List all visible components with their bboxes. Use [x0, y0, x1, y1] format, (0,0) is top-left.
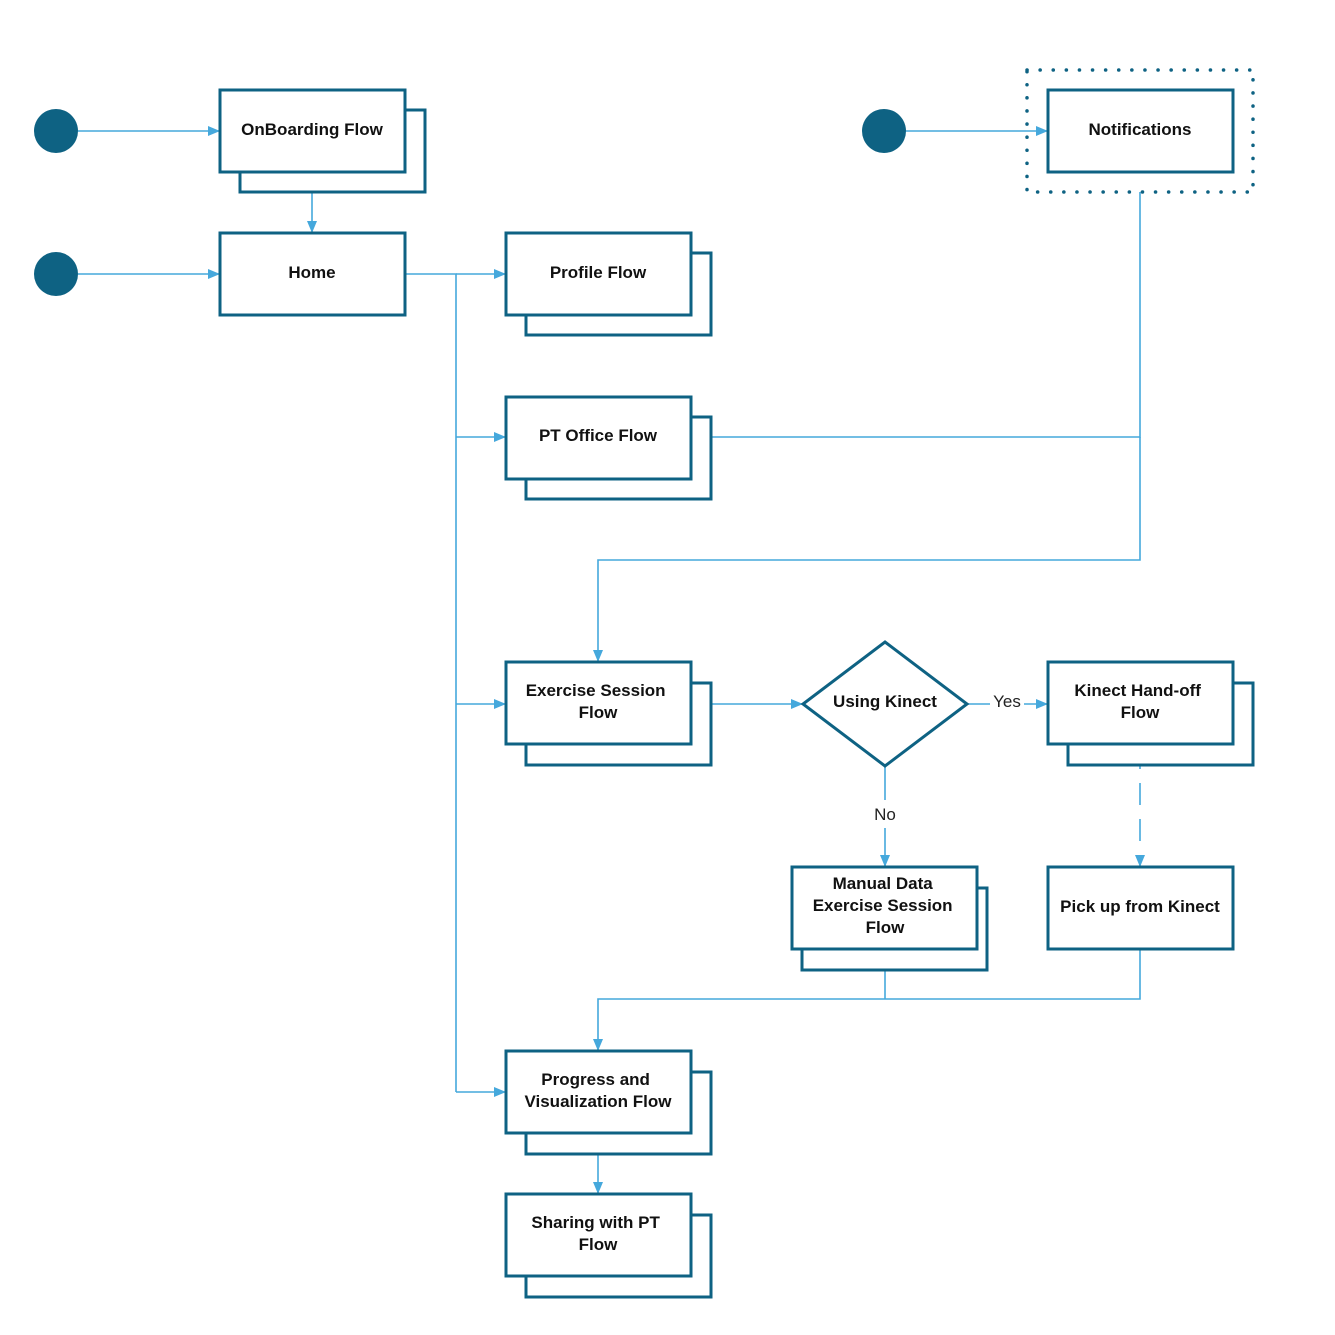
start-node-home [34, 252, 78, 296]
node-label: Progress and Visualization Flow [524, 1070, 672, 1111]
node-pt-office-flow[interactable]: PT Office Flow [504, 395, 713, 501]
node-label-line: Manual Data [833, 874, 934, 893]
edge-label-yes: Yes [993, 692, 1021, 711]
node-box [504, 231, 693, 317]
node-label: OnBoarding Flow [241, 120, 383, 139]
node-box [504, 1192, 693, 1278]
node-box [1046, 660, 1235, 746]
connector-pickup-progress [593, 949, 1141, 1051]
node-label-line: Flow [579, 703, 618, 722]
node-label: Kinect Hand-off Flow [1074, 681, 1205, 722]
node-label: PT Office Flow [539, 426, 658, 445]
node-onboarding-flow[interactable]: OnBoarding Flow [218, 88, 427, 194]
node-label: Notifications [1089, 120, 1192, 139]
decision-diamond [800, 640, 970, 768]
node-box [504, 660, 693, 746]
node-box [790, 865, 979, 951]
start-node-onboarding [34, 109, 78, 153]
node-label: Using Kinect [833, 692, 937, 711]
node-manual-data-flow[interactable]: Manual Data Exercise Session Flow [790, 865, 989, 972]
node-sharing-with-pt-flow[interactable]: Sharing with PT Flow [504, 1192, 713, 1299]
node-label-line: Flow [1121, 703, 1160, 722]
node-label-line: Sharing with PT [531, 1213, 660, 1232]
node-label-line: Exercise Session [526, 681, 666, 700]
node-exercise-session-flow[interactable]: Exercise Session Flow [504, 660, 713, 767]
node-label: Profile Flow [550, 263, 647, 282]
node-box [1046, 88, 1235, 174]
node-label-line: Kinect Hand-off [1074, 681, 1201, 700]
node-home[interactable]: Home [218, 231, 407, 317]
connector-notifications-exercise [593, 437, 1141, 662]
node-box [1046, 865, 1235, 951]
node-label-line: Flow [866, 918, 905, 937]
decision-using-kinect[interactable]: Using Kinect [800, 640, 970, 768]
node-label: Sharing with PT Flow [531, 1213, 664, 1254]
node-label: Exercise Session Flow [526, 681, 671, 722]
edge-label-no: No [874, 805, 896, 824]
node-label-line: Visualization Flow [524, 1092, 672, 1111]
connector-notifications-pt-office [691, 192, 1141, 442]
node-label: Pick up from Kinect [1060, 897, 1220, 916]
node-label: Home [288, 263, 335, 282]
node-box [218, 231, 407, 317]
node-label-line: Flow [579, 1235, 618, 1254]
node-pick-up-from-kinect[interactable]: Pick up from Kinect [1046, 865, 1235, 951]
node-label-line: Progress and [541, 1070, 650, 1089]
node-label-line: Exercise Session [813, 896, 953, 915]
connector-home-trunk [405, 273, 457, 1092]
node-label: Manual Data Exercise Session Flow [813, 874, 958, 937]
node-box [504, 1049, 693, 1135]
notifications-dotted-frame [1025, 68, 1255, 194]
node-box [504, 395, 693, 481]
node-kinect-handoff-flow[interactable]: Kinect Hand-off Flow [1046, 660, 1255, 767]
node-notifications[interactable]: Notifications [1025, 68, 1255, 194]
node-profile-flow[interactable]: Profile Flow [504, 231, 713, 337]
node-box [218, 88, 407, 174]
node-progress-visualization-flow[interactable]: Progress and Visualization Flow [504, 1049, 713, 1156]
start-node-notifications [862, 109, 906, 153]
